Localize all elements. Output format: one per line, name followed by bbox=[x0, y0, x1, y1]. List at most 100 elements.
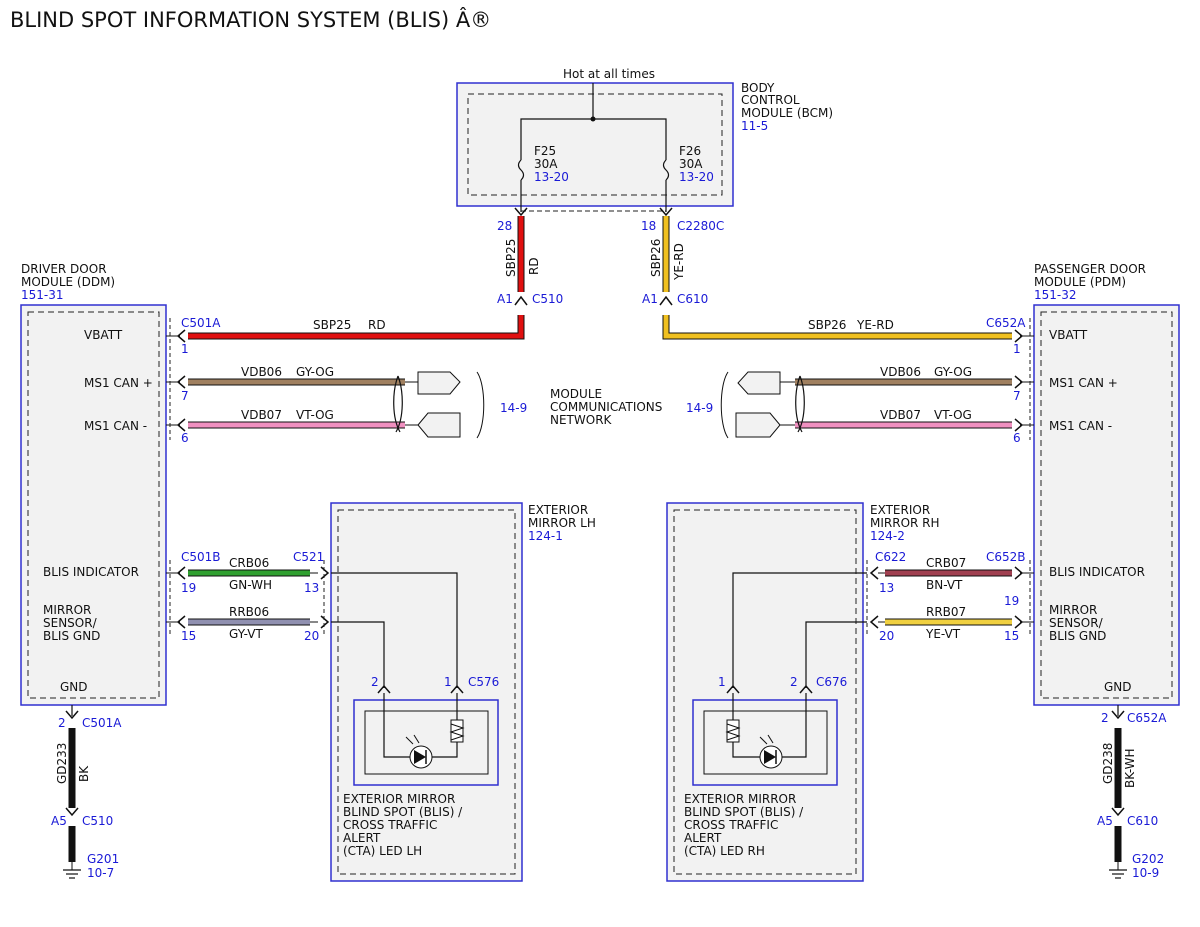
pdm-label-can-plus: MS1 CAN + bbox=[1049, 376, 1118, 390]
ddm-label-mirror: MIRROR bbox=[43, 603, 91, 617]
c676-pin1-connector-icon bbox=[726, 684, 740, 694]
crb07-circuit: CRB07 bbox=[926, 556, 966, 570]
led-lh-name-line5: (CTA) LED LH bbox=[343, 844, 422, 858]
c676-connector: C676 bbox=[816, 675, 847, 689]
ddm-label-sensor: SENSOR/ bbox=[43, 616, 98, 630]
bcm-name-line2: CONTROL bbox=[741, 93, 800, 107]
gd238-circuit: GD238 bbox=[1101, 743, 1115, 784]
ddm-pin-6: 6 bbox=[181, 431, 189, 445]
bcm-name-line1: BODY bbox=[741, 81, 775, 95]
led-rh-name-line2: BLIND SPOT (BLIS) / bbox=[684, 805, 804, 819]
network-ref-right: 14-9 bbox=[686, 401, 713, 415]
led-rh-name-line5: (CTA) LED RH bbox=[684, 844, 765, 858]
wire-sbp25-horizontal bbox=[188, 315, 524, 339]
ddm-pin-15: 15 bbox=[181, 629, 196, 643]
ddm-label-can-minus: MS1 CAN - bbox=[84, 419, 147, 433]
ddm-label-gnd: GND bbox=[60, 680, 88, 694]
vdb07-circuit-right: VDB07 bbox=[880, 408, 921, 422]
crb06-circuit: CRB06 bbox=[229, 556, 269, 570]
sbp25-circuit-vert: SBP25 bbox=[504, 239, 518, 277]
twisted-pair-right-icon bbox=[795, 375, 805, 433]
pdm-connector-c652b: C652B bbox=[986, 550, 1026, 564]
pdm-label-sensor: SENSOR/ bbox=[1049, 616, 1104, 630]
ddm-ref: 151-31 bbox=[21, 288, 64, 302]
c510-pin: A1 bbox=[497, 292, 513, 306]
network-label-line1: MODULE bbox=[550, 387, 602, 401]
network-ref-left: 14-9 bbox=[500, 401, 527, 415]
sbp25-circuit: SBP25 bbox=[313, 318, 351, 332]
pdm-label-gnd: GND bbox=[1104, 680, 1132, 694]
vdb06-circuit-right: VDB06 bbox=[880, 365, 921, 379]
c576-pin-2: 2 bbox=[371, 675, 379, 689]
ddm-gnd-connector: C501A bbox=[82, 716, 122, 730]
sbp26-color-vert: YE-RD bbox=[672, 243, 686, 281]
pdm-connector-c652a: C652A bbox=[986, 316, 1026, 330]
pdm-label-blis-indicator: BLIS INDICATOR bbox=[1049, 565, 1145, 579]
c576-pin-1: 1 bbox=[444, 675, 452, 689]
sbp26-color: YE-RD bbox=[856, 318, 894, 332]
pdm-pin7-connector-icon bbox=[1014, 375, 1024, 389]
rrb07-circuit: RRB07 bbox=[926, 605, 966, 619]
c676-pin-2: 2 bbox=[790, 675, 798, 689]
pdm-label-vbatt: VBATT bbox=[1049, 328, 1088, 342]
g201-ref: 10-7 bbox=[87, 866, 114, 880]
ddm-gnd-connector-icon bbox=[65, 710, 79, 720]
c521-pin-13: 13 bbox=[304, 581, 319, 595]
fuse-f26-ref: 13-20 bbox=[679, 170, 714, 184]
mirror-rh-name-line2: MIRROR RH bbox=[870, 516, 940, 530]
ddm-name-line2: MODULE (DDM) bbox=[21, 275, 115, 289]
vdb07-circuit-left: VDB07 bbox=[241, 408, 282, 422]
c676-pin-1: 1 bbox=[718, 675, 726, 689]
pdm-gnd-pin: 2 bbox=[1101, 711, 1109, 725]
led-lh-name-line1: EXTERIOR MIRROR bbox=[343, 792, 455, 806]
pdm-pin-19: 19 bbox=[1004, 594, 1019, 608]
rrb07-color: YE-VT bbox=[925, 627, 961, 641]
ddm-connector-c501a: C501A bbox=[181, 316, 221, 330]
ddm-connector-c501b: C501B bbox=[181, 550, 221, 564]
fuse-f25-id: F25 bbox=[534, 144, 556, 158]
bcm-pin28-connector-icon bbox=[514, 207, 528, 217]
ddm-label-blis-gnd: BLIS GND bbox=[43, 629, 100, 643]
mirror-rh-ref: 124-2 bbox=[870, 529, 905, 543]
ddm-pin15-connector-icon bbox=[176, 615, 186, 629]
ddm-pin19-connector-icon bbox=[176, 566, 186, 580]
led-lh-name-line2: BLIND SPOT (BLIS) / bbox=[343, 805, 463, 819]
pdm-ref: 151-32 bbox=[1034, 288, 1077, 302]
vdb07-color-right: VT-OG bbox=[934, 408, 972, 422]
ddm-pin-7: 7 bbox=[181, 389, 189, 403]
pdm-pin-15: 15 bbox=[1004, 629, 1019, 643]
gd233-circuit: GD233 bbox=[55, 743, 69, 784]
bcm-pin-18: 18 bbox=[641, 219, 656, 233]
sbp26-circuit: SBP26 bbox=[808, 318, 846, 332]
wire-sbp26-horizontal bbox=[663, 315, 1012, 339]
pdm-label-mirror: MIRROR bbox=[1049, 603, 1097, 617]
can-connector-right-top-icon bbox=[737, 371, 781, 395]
ddm-label-vbatt: VBATT bbox=[84, 328, 123, 342]
c610-name: C610 bbox=[677, 292, 708, 306]
c510-name: C510 bbox=[532, 292, 563, 306]
network-label-line3: NETWORK bbox=[550, 413, 613, 427]
led-lh-icon bbox=[405, 734, 433, 769]
mirror-lh-name-line1: EXTERIOR bbox=[528, 503, 588, 517]
mirror-lh-ref: 124-1 bbox=[528, 529, 563, 543]
pdm-module: PASSENGER DOOR MODULE (PDM) 151-32 VBATT… bbox=[1033, 262, 1180, 706]
mirror-rh-name-line1: EXTERIOR bbox=[870, 503, 930, 517]
rrb06-color: GY-VT bbox=[229, 627, 263, 641]
rrb06-circuit: RRB06 bbox=[229, 605, 269, 619]
can-connector-left-bottom-icon bbox=[417, 412, 461, 438]
bcm-hot-label: Hot at all times bbox=[563, 67, 655, 81]
gd233-color: BK bbox=[77, 765, 91, 782]
vdb06-color-right: GY-OG bbox=[934, 365, 972, 379]
ddm-label-can-plus: MS1 CAN + bbox=[84, 376, 153, 390]
pdm-pin-6: 6 bbox=[1013, 431, 1021, 445]
can-connector-right-bottom-icon bbox=[735, 412, 781, 438]
c622-pin20-connector-icon bbox=[869, 615, 879, 629]
gd238-color: BK-WH bbox=[1123, 748, 1137, 788]
pdm-gnd-connector: C652A bbox=[1127, 711, 1167, 725]
network-label-line2: COMMUNICATIONS bbox=[550, 400, 662, 414]
sbp25-color: RD bbox=[368, 318, 386, 332]
ddm-pin-19: 19 bbox=[181, 581, 196, 595]
pdm-pin-1: 1 bbox=[1013, 342, 1021, 356]
fuse-f26-id: F26 bbox=[679, 144, 701, 158]
